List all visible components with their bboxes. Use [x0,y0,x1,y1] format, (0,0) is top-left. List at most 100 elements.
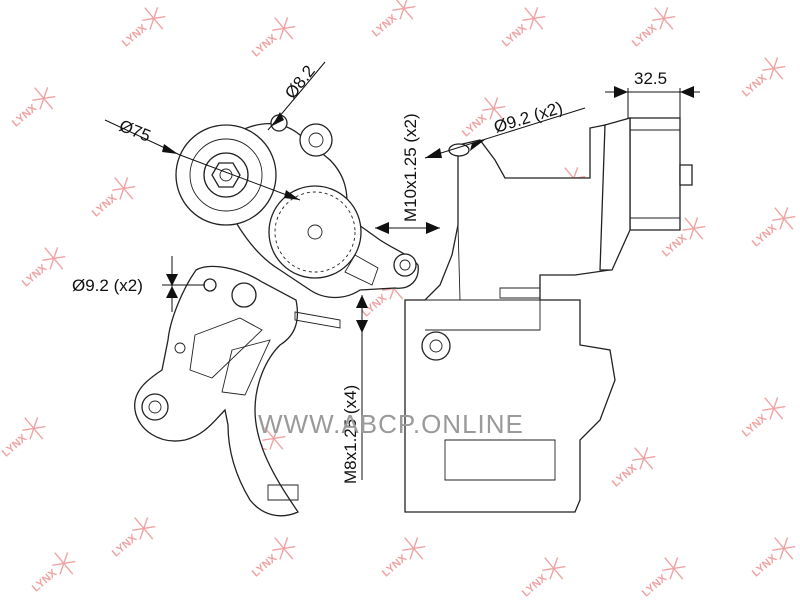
lynx-watermark-text: LYNX [20,262,50,290]
label-d92-left: Ø9.2 (x2) [72,276,143,295]
arrow-w325-right [680,86,694,98]
lynx-watermark-text: LYNX [750,552,780,580]
dim-line-d75 [179,154,301,201]
lynx-watermark-text: LYNX [250,552,280,580]
arrow-d92-right-left [425,148,442,158]
label-w325: 32.5 [634,69,667,88]
pulley-bolt-hex [211,162,241,188]
bracket-slot [267,484,299,501]
lynx-watermark-mark [542,557,566,580]
arrow-d92-left-top [166,274,178,286]
lynx-watermark-mark [22,417,46,440]
bolt-m8 [294,311,341,329]
tensioner-front-view [134,114,419,517]
lynx-watermark-text: LYNX [740,412,770,440]
lynx-watermark: LYNX [120,7,166,50]
lynx-watermark-mark [272,537,296,560]
side-bracket-body [404,124,616,513]
lynx-watermark: LYNX [380,537,426,580]
arrow-m10-right [426,222,440,234]
lynx-watermark-mark [132,517,156,540]
lynx-watermark-mark [112,177,136,200]
bracket-rib [189,317,263,379]
label-m8: M8x1.25 (x4) [341,385,360,484]
lynx-watermark-text: LYNX [750,222,780,250]
lynx-watermark: LYNX [520,557,566,600]
lynx-watermark: LYNX [0,417,46,460]
lynx-watermark: LYNX [250,537,296,580]
arrow-m8-bottom [356,320,368,333]
arrow-m10-left [375,222,389,234]
lynx-watermark: LYNX [500,7,546,50]
arrow-d82 [272,112,284,126]
arrow-m8-top [356,295,368,308]
site-watermark: WWW.ABCP.ONLINE [258,409,524,439]
spring-housing [268,185,362,279]
bracket-rivet [174,342,186,354]
lynx-watermark-text: LYNX [660,232,690,260]
spring-housing-center [307,224,323,240]
lynx-watermark-text: LYNX [640,572,670,600]
lynx-watermark-text: LYNX [120,22,150,50]
label-d75: Ø75 [117,116,154,146]
bracket-hole-small [203,278,217,292]
lynx-watermark-mark [52,552,76,575]
lynx-watermark-text: LYNX [0,432,30,460]
arm-boss-top-hole [308,132,324,148]
side-arm [599,117,631,271]
lynx-watermark-text: LYNX [740,72,770,100]
side-bolt-hole-inner [429,339,443,353]
lynx-watermark: LYNX [640,557,686,600]
arm-boss-top [299,123,333,157]
label-d82: Ø8.2 [281,62,319,103]
lynx-watermark: LYNX [740,397,786,440]
bracket-window [221,339,271,396]
lynx-watermark-mark [682,217,706,240]
side-bracket-lower-panel [444,439,556,481]
tensioner-side-view [404,117,693,513]
lynx-watermark-mark [632,447,656,470]
lynx-watermark-text: LYNX [610,462,640,490]
arrow-d92-right-right [470,139,486,151]
lynx-watermark: LYNX [740,57,786,100]
side-pulley-groove [630,129,680,219]
arrow-w325-left [614,86,628,98]
dim-line-d92-right [424,107,586,159]
lynx-watermark-text: LYNX [370,12,400,40]
lynx-watermark-mark [272,17,296,40]
lynx-watermark-text: LYNX [630,22,660,50]
lynx-watermark-text: LYNX [380,552,410,580]
arm-boss-right-hole [399,259,411,271]
lynx-watermark-mark [42,247,66,270]
dim-leader-d82 [299,61,326,93]
lynx-watermark-mark [652,7,676,30]
lynx-watermark-text: LYNX [10,102,40,130]
lynx-watermark-text: LYNX [460,112,490,140]
lynx-watermark-mark [32,87,56,110]
arrow-d92-left-bottom [166,286,178,298]
lynx-watermark-text: LYNX [520,572,550,600]
lynx-watermark: LYNX [250,17,296,60]
lynx-watermark-text: LYNX [250,32,280,60]
side-bracket-rib [425,299,541,331]
lynx-watermark-text: LYNX [90,192,120,220]
lynx-watermark: LYNX [630,7,676,50]
lynx-watermark-mark [262,427,286,450]
label-d92-right: Ø9.2 (x2) [492,98,565,137]
lynx-watermark-mark [762,397,786,420]
side-bolt-hole [421,331,451,361]
lynx-watermark-mark [662,557,686,580]
lynx-watermark-text: LYNX [110,532,140,560]
lynx-watermark-mark [402,537,426,560]
lynx-watermark: LYNX [750,207,796,250]
lynx-watermark: LYNX [610,447,656,490]
bracket-hole-upper [231,282,257,308]
arrow-d75-right [284,190,300,200]
spring-housing-ring [274,191,356,273]
lynx-watermark: LYNX [750,537,796,580]
side-pulley [629,117,681,231]
bracket-hole-lower-inner [148,400,162,414]
lynx-watermark: LYNX [110,517,156,560]
bracket-hole-lower [141,393,169,421]
